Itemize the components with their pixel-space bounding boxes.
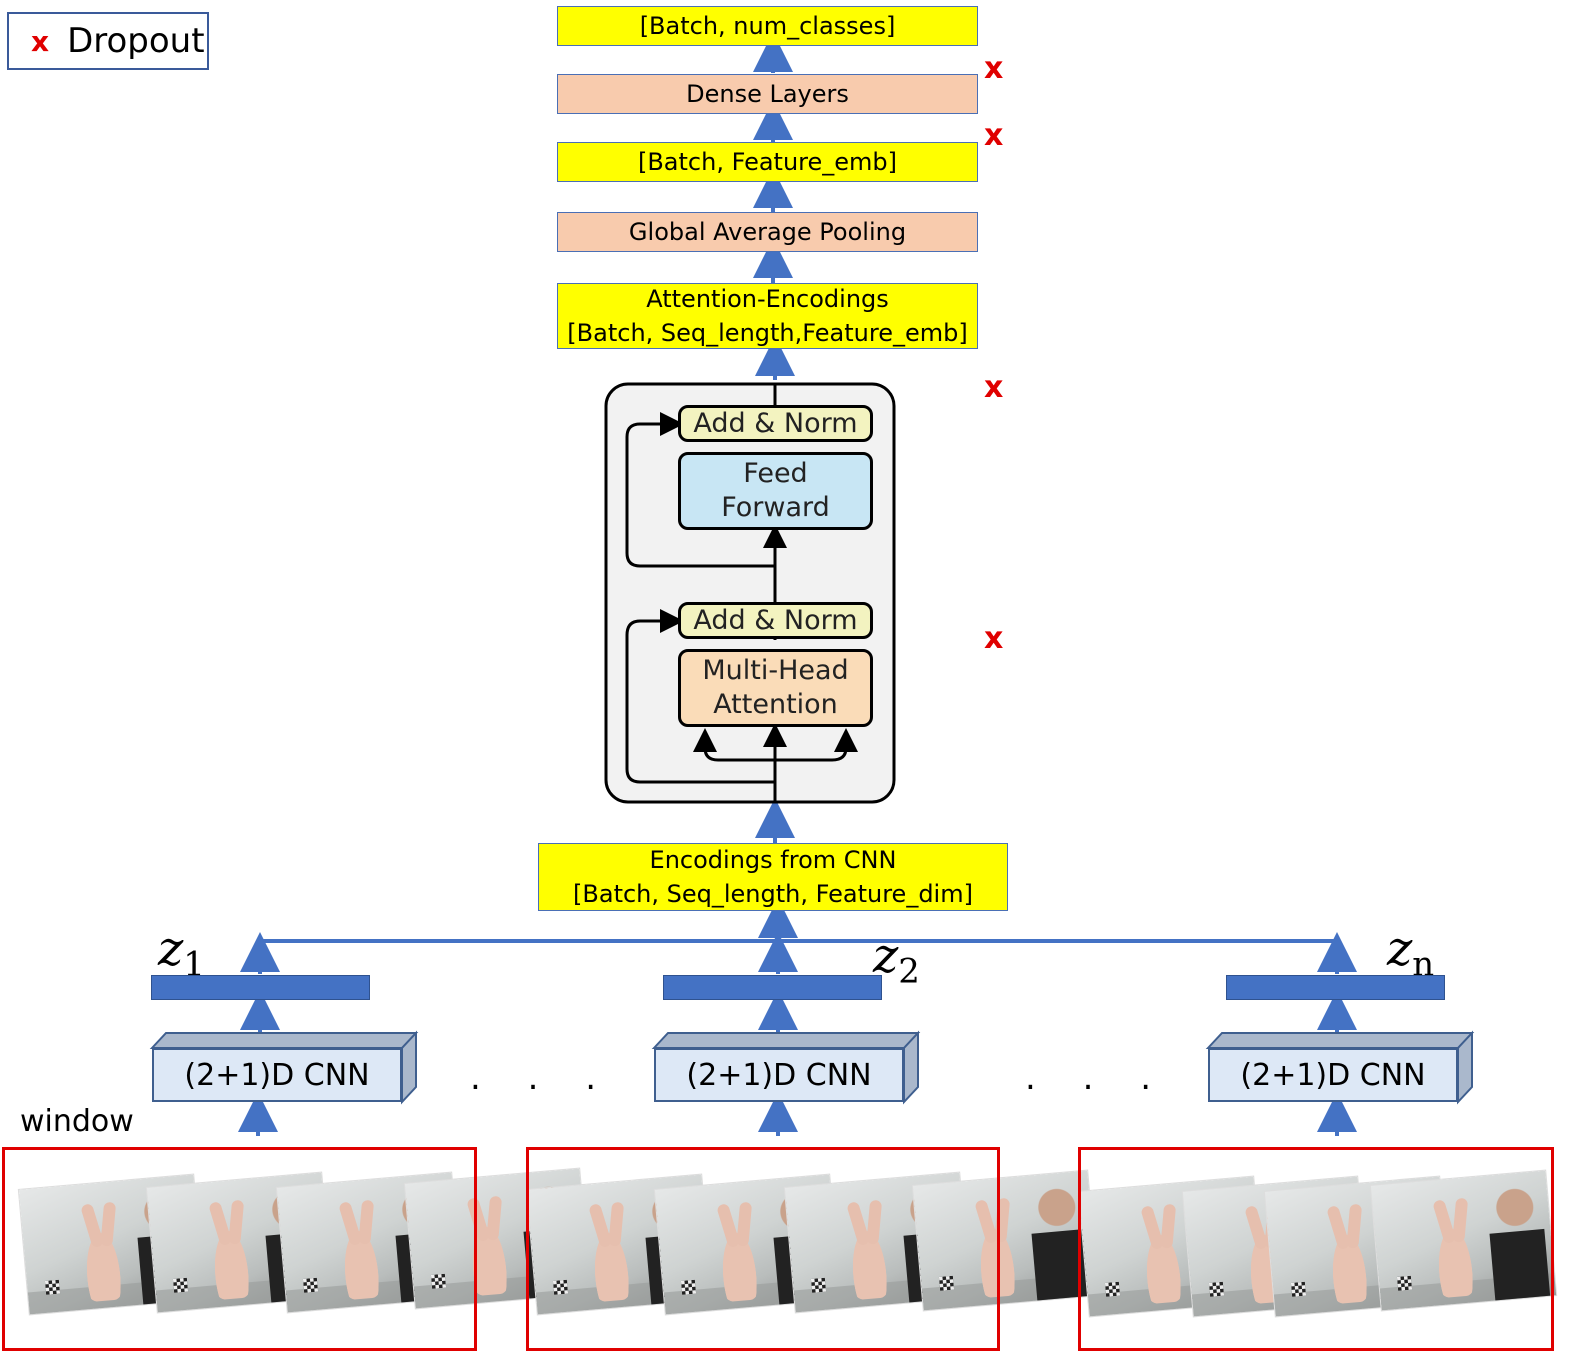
z2-feature-bar xyxy=(663,975,882,1000)
dense-layers-box: Dense Layers xyxy=(557,74,978,114)
split-right xyxy=(775,728,858,762)
cnn-encodings-title: Encodings from CNN xyxy=(649,846,897,874)
zn-base: z xyxy=(1387,921,1413,977)
cnn-block-2-label: (2+1)D CNN xyxy=(686,1057,872,1093)
zn-sub: n xyxy=(1412,944,1435,985)
feed-forward-line1: Feed xyxy=(743,458,808,489)
z1-base: z xyxy=(158,921,184,977)
multi-head-line2: Attention xyxy=(713,689,838,720)
cnn-block-3: (2+1)D CNN xyxy=(1208,1048,1458,1102)
add-norm-bottom-label: Add & Norm xyxy=(693,604,858,636)
z1-sub: 1 xyxy=(183,944,205,985)
legend: x Dropout xyxy=(7,12,209,70)
global-avg-pool-box: Global Average Pooling xyxy=(557,212,978,252)
feed-forward-block: Feed Forward xyxy=(678,452,873,530)
dropout-mark-dense-top: x xyxy=(984,51,1004,86)
multi-head-attention-block: Multi-Head Attention xyxy=(678,649,873,727)
window-frame-1 xyxy=(2,1147,477,1351)
attention-encodings-shape: [Batch, Seq_length,Feature_emb] xyxy=(567,319,968,347)
cnn-block-1: (2+1)D CNN xyxy=(152,1048,402,1102)
window-frame-3 xyxy=(1078,1147,1554,1351)
feed-forward-line2: Forward xyxy=(721,492,830,523)
window-label: window xyxy=(20,1104,134,1139)
ellipsis-right: . . . xyxy=(1025,1058,1170,1098)
cnn-encodings-shape: [Batch, Seq_length, Feature_dim] xyxy=(573,880,973,908)
z2-sub: 2 xyxy=(898,951,920,992)
cnn-encodings-box: Encodings from CNN [Batch, Seq_length, F… xyxy=(538,843,1008,911)
legend-label: Dropout xyxy=(67,21,205,61)
ellipsis-left: . . . xyxy=(470,1058,615,1098)
cnn-block-1-label: (2+1)D CNN xyxy=(184,1057,370,1093)
z2-base: z xyxy=(873,928,899,984)
cnn-block-3-label: (2+1)D CNN xyxy=(1240,1057,1426,1093)
output-shape-label: [Batch, num_classes] xyxy=(639,12,896,40)
z1-label: z1 xyxy=(158,925,205,989)
zn-feature-bar xyxy=(1226,975,1445,1000)
dense-layers-label: Dense Layers xyxy=(686,80,849,108)
residual-top xyxy=(625,412,775,568)
add-norm-top: Add & Norm xyxy=(678,405,873,442)
cnn-block-2: (2+1)D CNN xyxy=(654,1048,904,1102)
split-left xyxy=(693,728,775,762)
feature-emb-box: [Batch, Feature_emb] xyxy=(557,142,978,182)
window-frame-2 xyxy=(526,1147,1000,1351)
dropout-mark-feedforward: x xyxy=(984,370,1004,405)
attention-encodings-title: Attention-Encodings xyxy=(646,285,889,313)
dropout-mark-attention: x xyxy=(984,621,1004,656)
add-norm-top-label: Add & Norm xyxy=(693,407,858,439)
attention-encodings-box: Attention-Encodings [Batch, Seq_length,F… xyxy=(557,283,978,349)
dropout-mark-dense-bottom: x xyxy=(984,118,1004,153)
z2-label: z2 xyxy=(873,932,920,996)
feature-emb-label: [Batch, Feature_emb] xyxy=(637,148,898,176)
global-avg-pool-label: Global Average Pooling xyxy=(628,218,907,246)
output-shape-box: [Batch, num_classes] xyxy=(557,6,978,46)
multi-head-line1: Multi-Head xyxy=(702,655,849,686)
dropout-marker: x xyxy=(31,24,50,58)
z1-feature-bar xyxy=(151,975,370,1000)
add-norm-bottom: Add & Norm xyxy=(678,602,873,639)
zn-label: zn xyxy=(1387,925,1434,989)
transformer-block xyxy=(604,382,896,804)
residual-bottom xyxy=(625,609,775,784)
